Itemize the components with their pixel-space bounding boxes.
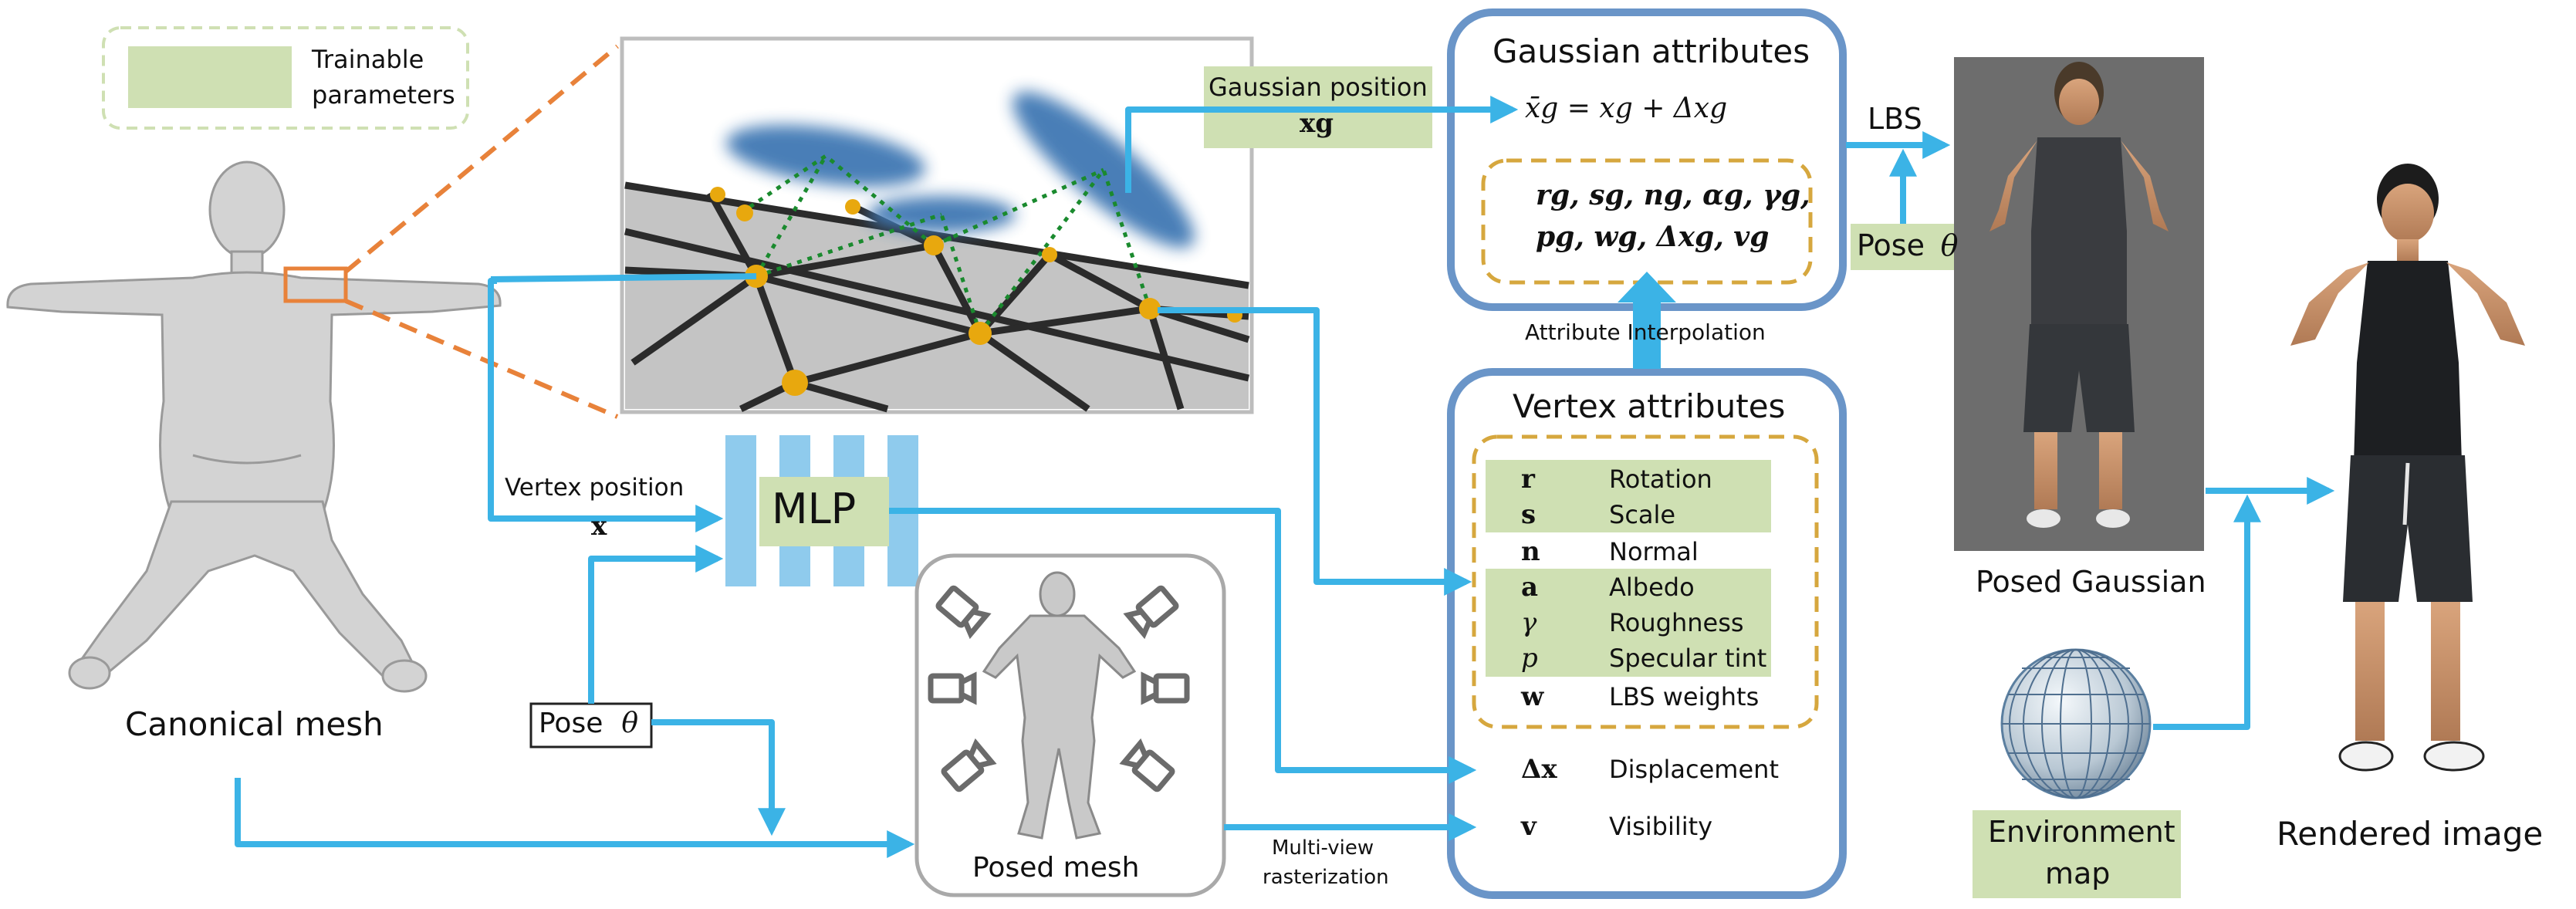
vertex-symbol: Δx	[1521, 754, 1557, 785]
vertex-symbol: s	[1521, 499, 1536, 530]
gaussian-attributes-line1: rg, sg, ng, αg, γg,	[1536, 179, 1810, 211]
arrow-pose-to-posed-mesh	[651, 719, 786, 836]
vertex-label: Roughness	[1609, 608, 1744, 637]
vertex-row: s Scale	[1486, 497, 1771, 532]
vertex-label: Visibility	[1609, 812, 1713, 841]
vertex-label: LBS weights	[1609, 682, 1760, 711]
pose-right-label: Pose	[1857, 228, 1925, 262]
posed-gaussian-image	[1954, 57, 2204, 551]
gaussian-position-symbol: xg	[1300, 108, 1334, 139]
multiview-line1: Multi-view	[1272, 836, 1374, 860]
trainable-band-material	[1486, 569, 1771, 677]
vertex-label: Displacement	[1609, 755, 1779, 784]
pose-left-symbol: θ	[621, 708, 639, 739]
posed-mesh-caption: Posed mesh	[972, 852, 1140, 884]
multiview-line2: rasterization	[1263, 866, 1389, 889]
arrow-env-to-rendered	[2153, 494, 2261, 730]
trainable-band-rotation-scale	[1486, 460, 1771, 532]
vertex-label: Albedo	[1609, 573, 1695, 602]
legend-label-line1: Trainable	[312, 45, 424, 74]
legend-swatch	[128, 46, 292, 108]
mlp-block	[725, 435, 918, 586]
gaussian-position-label: Gaussian position	[1209, 73, 1428, 102]
vertex-symbol: w	[1521, 681, 1544, 712]
vertex-row: Δx Displacement	[1486, 752, 1779, 787]
environment-map-box	[1973, 810, 2181, 898]
vertex-row: r Rotation	[1486, 461, 1771, 497]
vertex-label: Rotation	[1609, 465, 1712, 494]
link-mesh-to-panel	[490, 273, 757, 282]
vertex-symbol: n	[1521, 536, 1540, 567]
vertex-symbol: r	[1521, 464, 1535, 495]
pose-right-symbol: θ	[1940, 228, 1959, 262]
vertex-symbol: p	[1521, 643, 1538, 674]
flow-arrows	[235, 96, 2335, 858]
pose-right-text: Pose θ	[1857, 228, 1958, 263]
vertex-row: v Visibility	[1486, 809, 1771, 844]
vertex-symbol: a	[1521, 572, 1539, 603]
pose-box-right	[1851, 224, 1956, 270]
canonical-mesh-figure	[6, 161, 502, 693]
arrow-panel-to-vertex-attributes	[1158, 307, 1472, 596]
arrow-attribute-interpolation	[1618, 272, 1676, 369]
gaussian-attributes-line2: pg, wg, Δxg, vg	[1536, 221, 1770, 253]
rendered-image	[2290, 164, 2525, 772]
canonical-mesh-caption: Canonical mesh	[125, 705, 384, 743]
lbs-label: LBS	[1868, 102, 1922, 136]
vertex-symbol: v	[1521, 811, 1536, 842]
attribute-interpolation-label: Attribute Interpolation	[1525, 319, 1766, 345]
vertex-position-label: Vertex position	[505, 474, 685, 502]
camera-icon-group	[928, 585, 1190, 792]
mlp-label: MLP	[772, 485, 857, 533]
legend-label-line2: parameters	[312, 80, 455, 110]
vertex-row: a Albedo	[1486, 569, 1771, 605]
environment-map-line1: Environment	[1988, 815, 2175, 849]
arrow-mlp-to-displacement	[889, 508, 1477, 784]
arrow-canonical-to-posed-mesh	[235, 778, 915, 858]
vertex-row: γ Roughness	[1486, 605, 1771, 640]
arrow-pose-to-mlp	[588, 545, 724, 704]
environment-map-line2: map	[2045, 857, 2111, 890]
zoomed-mesh-panel	[620, 36, 1254, 414]
gaussian-attributes-equation: x̄g = xg + Δxg	[1525, 93, 1728, 124]
vertex-attributes-title: Vertex attributes	[1513, 387, 1786, 425]
gaussian-attributes-box	[1447, 8, 1847, 311]
vertex-row: p Specular tint	[1486, 640, 1771, 676]
posed-gaussian-caption: Posed Gaussian	[1976, 565, 2206, 599]
vertex-position-symbol: x	[591, 511, 607, 542]
vertex-label: Scale	[1609, 500, 1676, 529]
vertex-row: n Normal	[1486, 534, 1771, 569]
vertex-row: w LBS weights	[1486, 679, 1771, 715]
legend-box	[102, 26, 469, 130]
zoom-line-bottom	[344, 299, 619, 419]
pose-left-label: Pose	[539, 708, 603, 739]
zoom-region-marker	[283, 266, 348, 303]
vertex-label: Specular tint	[1609, 644, 1767, 673]
posed-mesh-box	[914, 553, 1226, 897]
pose-left-text: Pose θ	[539, 707, 638, 739]
zoom-line-top	[344, 44, 619, 274]
vertex-attributes-box	[1447, 368, 1847, 899]
environment-sphere	[2000, 648, 2152, 799]
vertex-symbol: γ	[1521, 607, 1537, 638]
gaussian-attributes-title: Gaussian attributes	[1493, 32, 1810, 70]
rendered-image-caption: Rendered image	[2277, 815, 2544, 853]
arrow-gaussian-position	[1125, 96, 1519, 193]
vertex-label: Normal	[1609, 537, 1699, 566]
